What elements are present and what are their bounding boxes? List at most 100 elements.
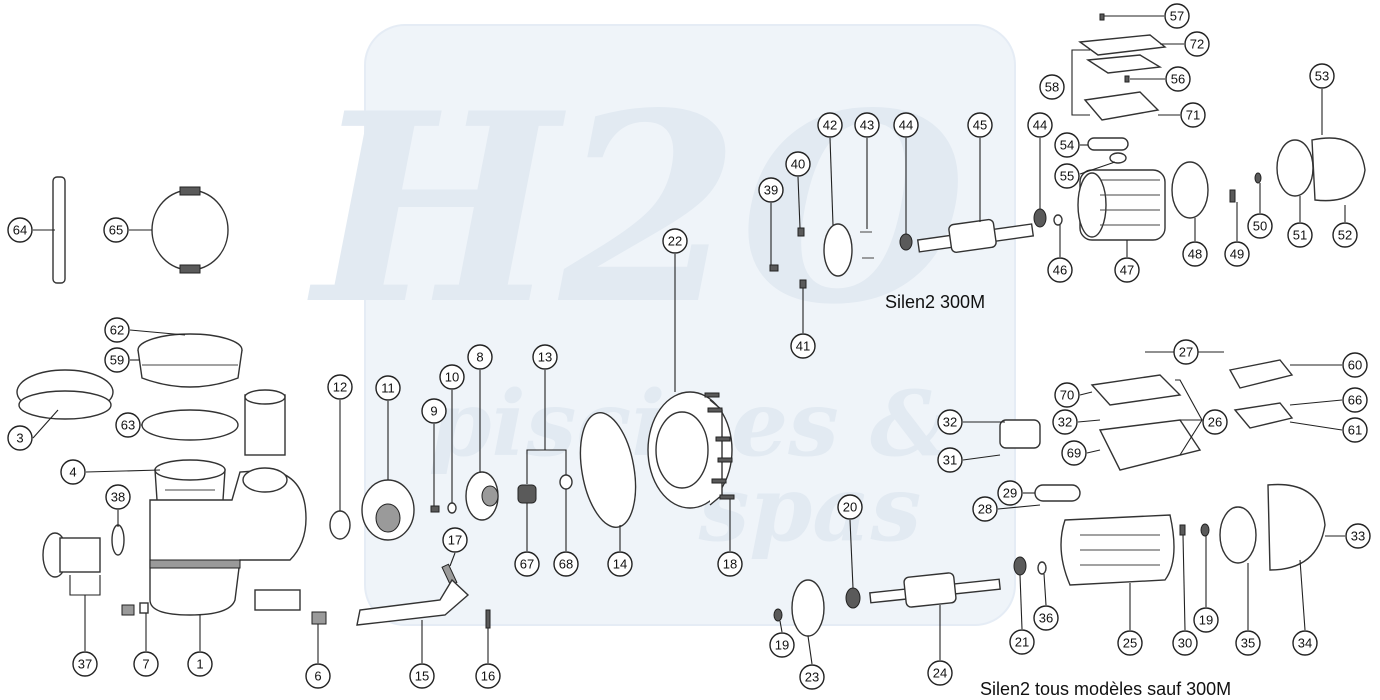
callout-30-label: 30 — [1178, 636, 1192, 651]
callout-14: 14 — [607, 551, 633, 577]
part-1-pump-body — [149, 469, 307, 616]
callout-16: 16 — [475, 663, 501, 689]
part-22-seal-plate-inner — [655, 411, 709, 489]
callout-10: 10 — [439, 364, 465, 390]
part-drawings — [16, 13, 1366, 637]
part-12-oring — [329, 510, 351, 540]
part-44a-bearing — [899, 233, 913, 251]
leader-19a — [779, 620, 783, 633]
callout-43: 43 — [854, 112, 880, 138]
part-42-flange — [823, 223, 853, 277]
part-65-tab-bottom — [179, 264, 201, 274]
part-21-bearing — [1013, 556, 1027, 576]
part-union-2-top — [244, 389, 286, 405]
callout-48-label: 48 — [1188, 247, 1202, 262]
leader-20 — [849, 519, 854, 589]
part-19a-clip — [773, 608, 783, 622]
callout-63-label: 63 — [121, 418, 135, 433]
callout-60-label: 60 — [1348, 358, 1362, 373]
callout-10-label: 10 — [445, 370, 459, 385]
leader-30 — [1182, 534, 1186, 631]
callout-37-label: 37 — [78, 657, 92, 672]
callout-26-label: 26 — [1208, 415, 1222, 430]
callout-52: 52 — [1332, 222, 1358, 248]
callout-33: 33 — [1345, 523, 1371, 549]
callouts: 64 65 62 59 3 63 4 38 37 7 1 6 12 11 9 1… — [7, 3, 1371, 690]
leader-21 — [1019, 574, 1023, 630]
callout-55-label: 55 — [1060, 169, 1074, 184]
callout-29: 29 — [997, 480, 1023, 506]
part-9-screw — [430, 505, 440, 513]
leader-4 — [85, 469, 161, 473]
callout-21-label: 21 — [1015, 635, 1029, 650]
callout-14-label: 14 — [613, 557, 627, 572]
callout-55: 55 — [1054, 163, 1080, 189]
callout-45: 45 — [967, 112, 993, 138]
callout-13: 13 — [532, 344, 558, 370]
caption-silen2-300m: Silen2 300M — [885, 292, 985, 312]
part-24-rotor — [903, 572, 957, 608]
callout-69-label: 69 — [1067, 446, 1081, 461]
part-1-foot — [254, 589, 301, 611]
callout-32b: 32 — [1052, 409, 1078, 435]
callout-64: 64 — [7, 217, 33, 243]
part-19b-clip — [1200, 523, 1210, 537]
callout-58: 58 — [1039, 74, 1065, 100]
callout-42-label: 42 — [823, 118, 837, 133]
callout-67: 67 — [514, 551, 540, 577]
part-70-gasket — [1090, 374, 1182, 406]
callout-45-label: 45 — [973, 118, 987, 133]
callout-69: 69 — [1061, 440, 1087, 466]
part-68-seal-seat — [559, 474, 573, 490]
part-60-cover — [1228, 359, 1294, 389]
callout-20-label: 20 — [843, 500, 857, 515]
callout-48: 48 — [1182, 241, 1208, 267]
part-30-screw — [1179, 524, 1186, 536]
callout-72: 72 — [1184, 31, 1210, 57]
part-22-flange — [709, 399, 723, 506]
callout-17: 17 — [442, 527, 468, 553]
leader-23 — [807, 635, 813, 665]
callout-61-label: 61 — [1348, 423, 1362, 438]
callout-51: 51 — [1287, 222, 1313, 248]
callout-44b: 44 — [1027, 112, 1053, 138]
part-58-gasket — [1085, 54, 1163, 74]
callout-56: 56 — [1165, 66, 1191, 92]
callout-29-label: 29 — [1003, 486, 1017, 501]
callout-43-label: 43 — [860, 118, 874, 133]
callout-6: 6 — [305, 663, 331, 689]
callout-53-label: 53 — [1315, 69, 1329, 84]
part-66-seal — [1233, 402, 1294, 429]
callout-66: 66 — [1342, 387, 1368, 413]
callout-44a: 44 — [893, 112, 919, 138]
callout-11: 11 — [375, 375, 401, 401]
callout-60: 60 — [1342, 352, 1368, 378]
callout-25: 25 — [1117, 630, 1143, 656]
part-59-lid-ring — [137, 349, 243, 388]
leader-62 — [129, 329, 186, 336]
part-65-clamp-ring — [151, 189, 229, 271]
callout-4-label: 4 — [69, 465, 76, 480]
callout-15-label: 15 — [415, 669, 429, 684]
callout-58-label: 58 — [1045, 80, 1059, 95]
leader-58-top — [1071, 49, 1090, 87]
part-46-spring — [1053, 214, 1063, 226]
callout-39: 39 — [758, 177, 784, 203]
callout-3-label: 3 — [16, 431, 23, 446]
part-40-screw — [797, 227, 805, 237]
part-38-union-oring — [111, 524, 125, 556]
callout-27: 27 — [1173, 339, 1199, 365]
callout-36: 36 — [1033, 605, 1059, 631]
part-52-fan-cover — [1311, 137, 1366, 202]
leader-69 — [1086, 449, 1101, 454]
callout-70-label: 70 — [1060, 388, 1074, 403]
callout-39-label: 39 — [764, 183, 778, 198]
part-45-rotor — [948, 218, 997, 253]
callout-51-label: 51 — [1293, 228, 1307, 243]
callout-64-label: 64 — [13, 223, 27, 238]
callout-8-label: 8 — [476, 350, 483, 365]
callout-59-label: 59 — [110, 353, 124, 368]
leader-lines — [32, 15, 1346, 665]
bolt-18-2 — [707, 407, 723, 413]
